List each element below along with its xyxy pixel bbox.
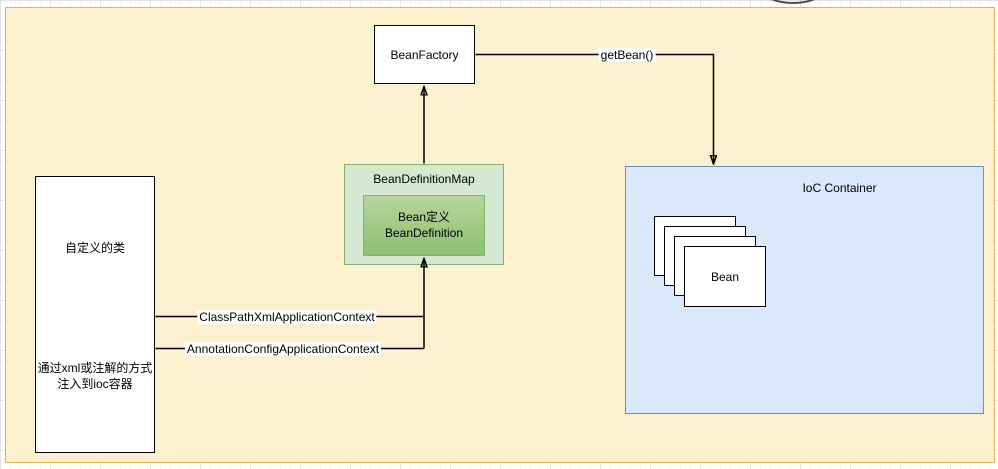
ellipse-shape-fragment — [751, 0, 835, 4]
bean-definition-node: Bean定义 BeanDefinition — [363, 195, 485, 256]
bean-definition-map-label: BeanDefinitionMap — [373, 172, 475, 186]
bean-factory-node: BeanFactory — [374, 25, 475, 84]
bean-definition-map-node: BeanDefinitionMap Bean定义 BeanDefinition — [344, 164, 504, 265]
ioc-container-node: IoC Container Bean — [625, 166, 984, 414]
bean-factory-label: BeanFactory — [390, 47, 459, 62]
ioc-container-label: IoC Container — [802, 181, 877, 195]
edge-label-getbean: getBean() — [598, 47, 656, 63]
bean-node: Bean — [684, 246, 766, 307]
edge-label-classpath-xml-application-context: ClassPathXmlApplicationContext — [197, 309, 377, 325]
custom-class-note: 通过xml或注解的方式 注入到ioc容器 — [37, 361, 153, 391]
edge-label-annotation-config-application-context: AnnotationConfigApplicationContext — [184, 341, 382, 357]
custom-class-label: 自定义的类 — [64, 241, 125, 255]
custom-class-node: 自定义的类 通过xml或注解的方式 注入到ioc容器 — [35, 176, 155, 453]
bean-label: Bean — [710, 269, 740, 284]
